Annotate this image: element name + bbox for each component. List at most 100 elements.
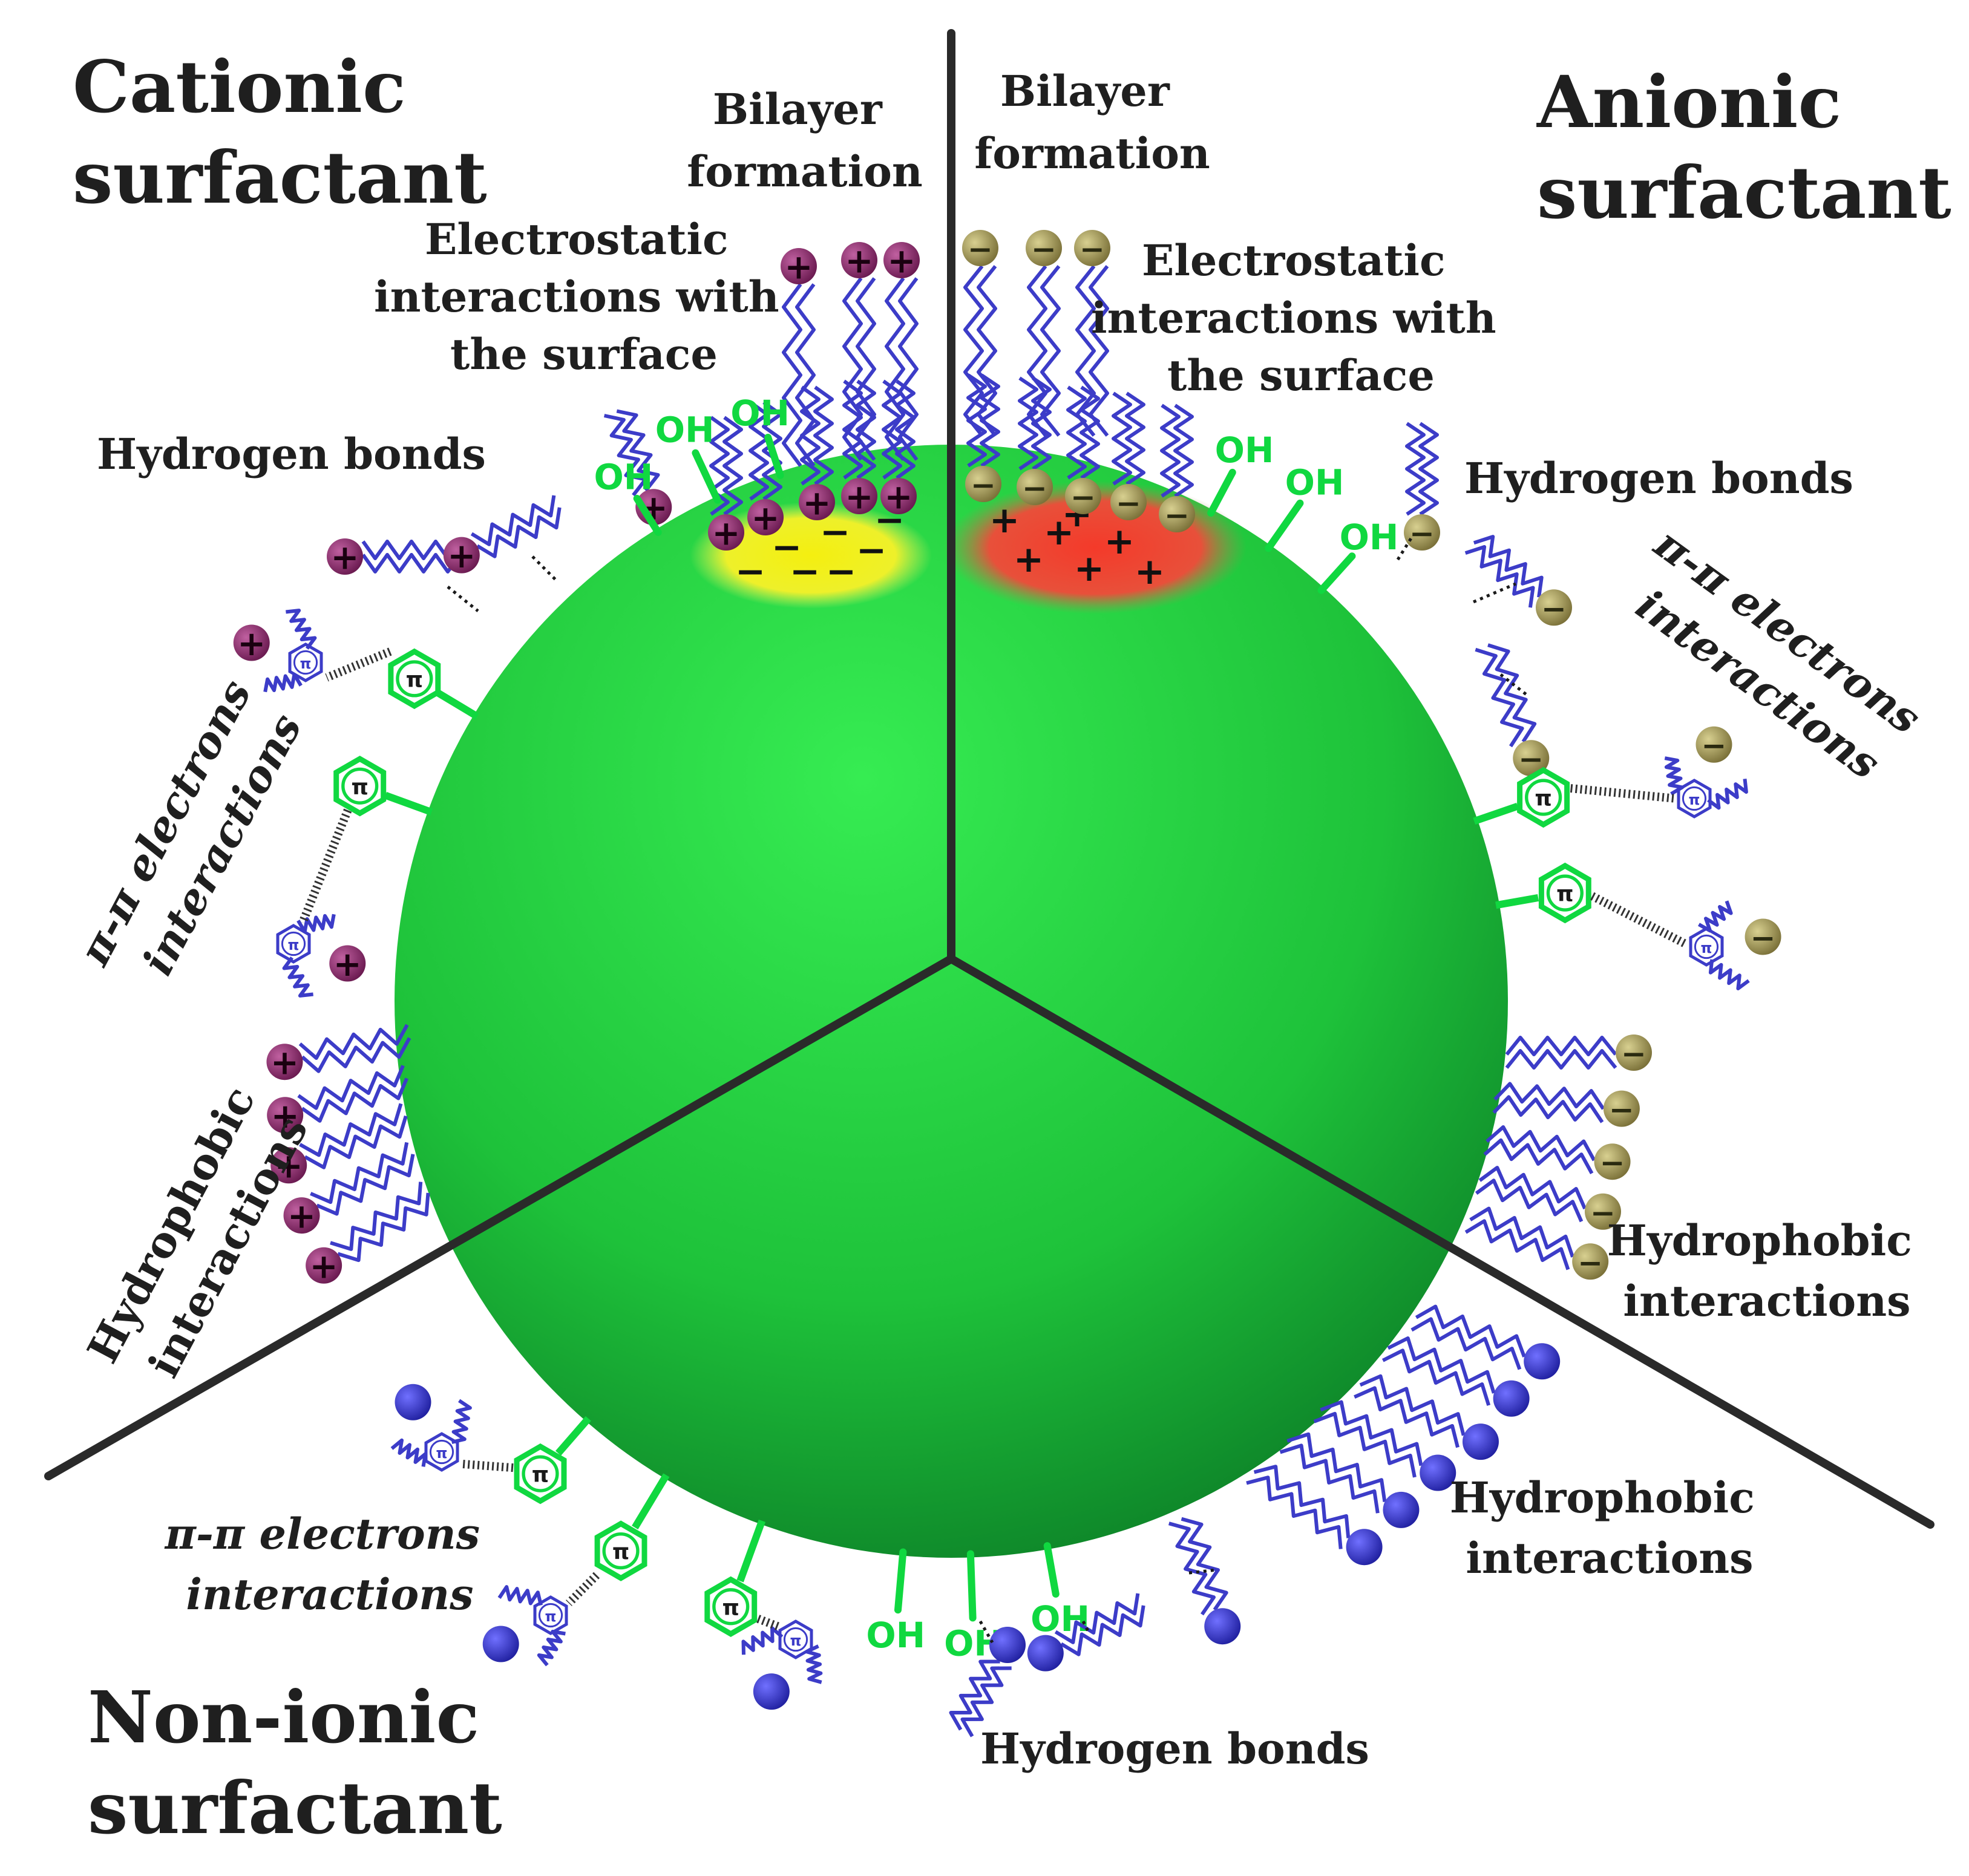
nonionic-head <box>1462 1423 1499 1460</box>
cationic-head: + <box>283 1197 320 1237</box>
alkyl-chain <box>1493 1082 1605 1110</box>
nonionic-surfactant <box>1313 1400 1456 1491</box>
adsorbent-sphere: −−−−−−−+++++++ <box>395 445 1508 1558</box>
anionic-surfactant: − <box>1065 385 1101 515</box>
phenyl-group: π <box>514 1416 591 1505</box>
positive-charge-sign: + <box>1135 551 1165 593</box>
pi-symbol-icon: π <box>1689 791 1700 808</box>
alkyl-chain <box>1054 1593 1140 1644</box>
oh-label: OH <box>866 1615 925 1656</box>
anionic-surfactant: − <box>965 373 1001 503</box>
alkyl-chain <box>1486 1125 1596 1162</box>
nonionic-surfactant <box>1354 1374 1499 1460</box>
alkyl-chain <box>1354 1386 1460 1448</box>
anionic-head: − <box>1026 230 1062 267</box>
alkyl-chain <box>749 400 769 501</box>
alkyl-chain <box>960 1666 1012 1737</box>
oh-label: OH <box>730 393 790 434</box>
cationic-surfactant: + <box>266 1024 411 1083</box>
cationic-head: + <box>443 537 480 576</box>
label-pipi-nonionic: π-π electrons interactions <box>164 1509 495 1619</box>
plus-sign-icon: + <box>785 248 813 287</box>
anionic-head: − <box>1695 726 1732 763</box>
alkyl-chain <box>361 553 462 574</box>
alkyl-chain <box>1313 1411 1417 1478</box>
alkyl-chain <box>762 400 782 501</box>
nonionic-surfactant <box>949 1627 1026 1737</box>
label-hbond-anionic: Hydrogen bonds <box>1464 453 1853 503</box>
cationic-head: + <box>883 242 920 281</box>
cationic-head: + <box>880 478 917 517</box>
alkyl-chain <box>963 265 984 437</box>
alkyl-chain <box>1160 404 1181 498</box>
alkyl-chain <box>537 1630 566 1667</box>
cationic-head: + <box>270 1147 307 1186</box>
alkyl-chain <box>1027 265 1047 437</box>
cationic-aromatic-surfactant: π+ <box>276 913 366 998</box>
minus-sign-icon: − <box>1031 232 1057 267</box>
anionic-surfactant: − <box>1110 391 1147 521</box>
plus-sign-icon: + <box>310 1247 338 1286</box>
divider-right <box>947 955 1935 1529</box>
alkyl-chain <box>1381 1348 1491 1406</box>
nonionic-head <box>1027 1635 1064 1672</box>
alkyl-chain <box>782 283 802 467</box>
alkyl-chain <box>301 1037 411 1073</box>
pi-symbol-icon: π <box>790 1632 802 1649</box>
alkyl-chain <box>316 1154 415 1216</box>
pi-symbol-icon: π <box>436 1445 448 1462</box>
cationic-surfactant: + <box>841 242 877 461</box>
cationic-surfactant: + <box>747 400 784 538</box>
anionic-head: − <box>1404 514 1440 551</box>
alkyl-chain <box>980 373 1000 468</box>
alkyl-chain <box>1253 1465 1351 1538</box>
alkyl-chain <box>263 672 303 693</box>
anionic-aromatic-surfactant: π− <box>1664 726 1748 819</box>
surface-pi-ring: π <box>594 1520 647 1581</box>
plus-sign-icon: + <box>275 1147 303 1186</box>
hydroxyl-group: OH <box>866 1548 925 1656</box>
cationic-head: + <box>708 514 744 554</box>
alkyl-chain <box>856 277 876 461</box>
cationic-surfactant: + <box>841 379 877 517</box>
alkyl-chain <box>451 1399 472 1444</box>
cationic-surfactant: + <box>443 495 562 576</box>
minus-sign-icon: − <box>1022 471 1047 506</box>
plus-sign-icon: + <box>752 499 780 538</box>
plus-sign-icon: + <box>712 514 741 554</box>
negative-charge-patch <box>690 502 932 609</box>
pi-symbol-icon: π <box>612 1540 629 1564</box>
anionic-head: − <box>965 466 1001 503</box>
anionic-head: − <box>1065 478 1101 515</box>
alkyl-chain <box>895 379 916 480</box>
alkyl-chain <box>1464 1219 1570 1270</box>
alkyl-chain <box>1505 1036 1617 1056</box>
plus-sign-icon: + <box>270 1044 299 1083</box>
cationic-head: + <box>841 478 877 517</box>
anionic-head: − <box>1535 589 1572 626</box>
label-hydrophobic-nonionic: Hydrophobic interactions <box>1450 1472 1769 1583</box>
alkyl-chain <box>299 1103 403 1157</box>
pi-symbol-icon: π <box>351 775 368 800</box>
alkyl-chain <box>476 507 562 558</box>
alkyl-chain <box>1125 391 1145 486</box>
minus-sign-icon: − <box>971 468 996 503</box>
alkyl-chain <box>1405 422 1426 516</box>
anionic-surfactant: − <box>1483 1125 1631 1180</box>
stacking-hatch <box>566 1572 600 1606</box>
plus-sign-icon: + <box>271 1097 300 1136</box>
alkyl-chain <box>1415 1304 1526 1358</box>
alkyl-chain <box>741 1626 784 1655</box>
positive-charge-sign: + <box>1074 547 1104 590</box>
surfactant-pi-ring: π <box>1689 927 1724 967</box>
alkyl-chain <box>1418 422 1439 516</box>
anionic-surfactant: − <box>1475 1166 1621 1231</box>
oh-label: OH <box>1285 462 1345 503</box>
positive-charge-sign: + <box>1014 538 1044 581</box>
phenyl-group: π <box>388 648 479 720</box>
plus-sign-icon: + <box>237 624 266 664</box>
anionic-surfactant: − <box>1464 535 1572 626</box>
